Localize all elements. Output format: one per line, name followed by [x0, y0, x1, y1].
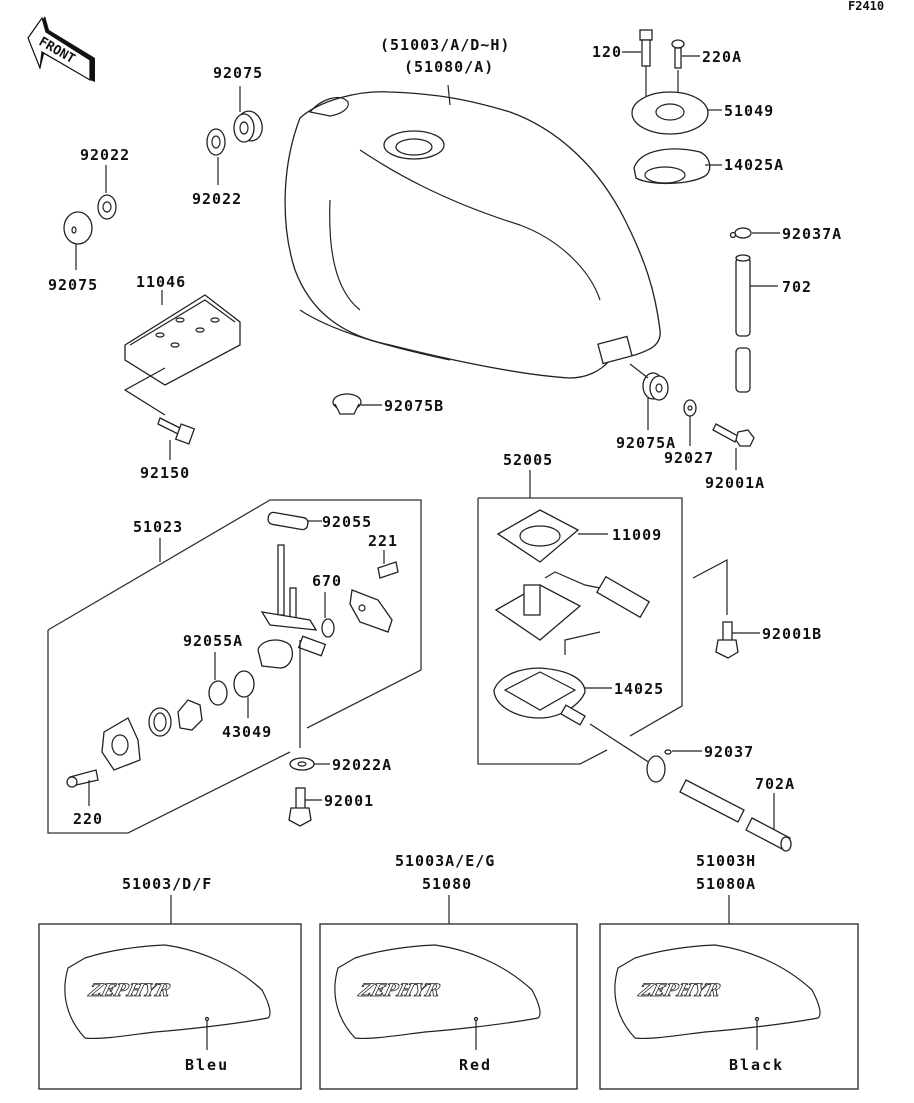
- damper-92075A: 92075A: [616, 363, 676, 452]
- lever-plate: [101, 717, 141, 771]
- part-label-92075B: 92075B: [384, 397, 444, 415]
- part-label-120: 120: [592, 43, 622, 61]
- part-label-92001B: 92001B: [762, 625, 822, 643]
- cock-cover-plate: [349, 589, 393, 633]
- bolt-92150: 92150: [140, 417, 196, 482]
- part-label-92150: 92150: [140, 464, 190, 482]
- tank-part-number-1: (51003/A/D~H): [380, 36, 510, 54]
- part-label-92075A: 92075A: [616, 434, 676, 452]
- zephyr-logo: ZEPHYR: [356, 981, 443, 1001]
- part-label-51049: 51049: [724, 102, 774, 120]
- zephyr-logo: ZEPHYR: [636, 981, 723, 1001]
- part-label-51023: 51023: [133, 518, 183, 536]
- damper-92075B: 92075B: [332, 393, 444, 415]
- rubber-92075-left: 92075: [48, 211, 98, 294]
- fuel-cock-assembly-51023: 51023 92055 221 670: [47, 499, 422, 834]
- tank-part-number-2: (51080/A): [404, 58, 494, 76]
- variant-part-number: 51003H: [696, 852, 756, 870]
- gauge-assembly-52005: 52005 11009 14025: [477, 451, 683, 765]
- bolt-92001B: 92001B: [692, 559, 822, 659]
- part-label-92055: 92055: [322, 513, 372, 531]
- cap-51049: 51049: [631, 91, 774, 135]
- part-label-220A: 220A: [702, 48, 742, 66]
- part-label-92001A: 92001A: [705, 474, 765, 492]
- seal-43049: 43049: [222, 670, 272, 741]
- part-label-92022A: 92022A: [332, 756, 392, 774]
- variant-part-number: 51003/D/F: [122, 875, 212, 893]
- bolt-92001: 92001: [288, 787, 374, 827]
- variant-panel-black: 51003H 51080A ZEPHYR Black: [599, 852, 859, 1090]
- cock-body: [257, 544, 327, 748]
- part-label-670: 670: [312, 572, 342, 590]
- washer-92022-left: 92022: [80, 146, 130, 220]
- variant-panel-bleu: 51003/D/F ZEPHYR Bleu: [38, 875, 302, 1090]
- variant-color-label: Black: [729, 1056, 784, 1074]
- washer-92022-top: 92022: [192, 128, 242, 208]
- part-label-14025: 14025: [614, 680, 664, 698]
- variant-part-number-2: 51080: [422, 875, 472, 893]
- variant-part-number: 51003A/E/G: [395, 852, 495, 870]
- zephyr-logo: ZEPHYR: [86, 981, 173, 1001]
- variant-panel-red: 51003A/E/G 51080 ZEPHYR Red: [319, 852, 578, 1090]
- screw-220: 220: [66, 769, 103, 828]
- part-label-92001: 92001: [324, 792, 374, 810]
- variant-color-label: Bleu: [185, 1056, 229, 1074]
- figure-code: F2410: [848, 0, 884, 13]
- part-label-43049: 43049: [222, 723, 272, 741]
- part-label-92037: 92037: [704, 743, 754, 761]
- part-label-702: 702: [782, 278, 812, 296]
- hose-702A: 702A: [679, 775, 795, 852]
- part-label-14025A: 14025A: [724, 156, 784, 174]
- variant-part-number-2: 51080A: [696, 875, 756, 893]
- part-label-92037A: 92037A: [782, 225, 842, 243]
- screw-220A: 220A: [671, 39, 742, 100]
- part-label-92022-left: 92022: [80, 146, 130, 164]
- part-label-92055A: 92055A: [183, 632, 243, 650]
- oring-92055A: 92055A: [183, 632, 243, 706]
- part-label-92075-top: 92075: [213, 64, 263, 82]
- part-label-92022-top: 92022: [192, 190, 242, 208]
- front-arrow-icon: FRONT: [27, 16, 95, 82]
- part-label-11009: 11009: [612, 526, 662, 544]
- gasket-92055: 92055: [267, 511, 372, 531]
- part-label-702A: 702A: [755, 775, 795, 793]
- rubber-92075-top: 92075: [213, 64, 263, 143]
- variant-color-label: Red: [459, 1056, 492, 1074]
- fuel-tank: (51003/A/D~H) (51080/A): [284, 36, 661, 379]
- gasket-14025A: 14025A: [633, 148, 784, 185]
- part-label-52005: 52005: [503, 451, 553, 469]
- screw-221: 221: [368, 532, 399, 579]
- oring-670: 670: [312, 572, 342, 638]
- part-label-92027: 92027: [664, 449, 714, 467]
- lever: [148, 699, 203, 737]
- part-label-220: 220: [73, 810, 103, 828]
- hose-702: 702: [735, 254, 812, 393]
- part-label-92075-left: 92075: [48, 276, 98, 294]
- collar-92027: 92027: [664, 399, 714, 467]
- washer-92022A: 92022A: [289, 756, 392, 774]
- bolt-120: 120: [592, 29, 653, 98]
- part-label-221: 221: [368, 532, 398, 550]
- clamp-92037: 92037: [646, 743, 754, 783]
- part-label-11046: 11046: [136, 273, 186, 291]
- bracket-11046: 11046: [123, 273, 241, 416]
- clamp-92037A: 92037A: [729, 225, 842, 243]
- bolt-92001A: 92001A: [705, 423, 765, 492]
